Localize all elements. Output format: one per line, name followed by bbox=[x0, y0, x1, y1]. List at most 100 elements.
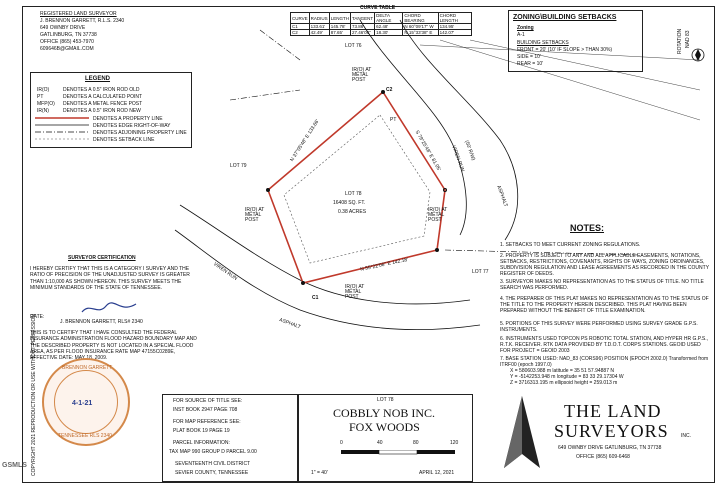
curve-cell: 142.07' bbox=[437, 29, 473, 36]
lot-79-label: LOT 79 bbox=[230, 163, 247, 169]
legend-text: DENOTES A 0.5" IRON ROD OLD bbox=[63, 87, 140, 93]
legend-line-samples bbox=[35, 117, 89, 140]
watermark-tag: GSMLS bbox=[2, 462, 27, 469]
map-ref: PLAT BOOK 19 PAGE 19 bbox=[173, 428, 230, 434]
north-arrow: ROTATION NAD 83 bbox=[676, 24, 706, 74]
signer-name: J. BRENNON GARRETT, RLS# 2340 bbox=[60, 319, 143, 325]
company-name-line2: SURVEYORS bbox=[554, 421, 669, 441]
plat-border bbox=[22, 6, 715, 483]
lot-76-label: LOT 76 bbox=[345, 43, 362, 49]
zoning-label: Zoning bbox=[517, 25, 534, 31]
surveyor-line: REGISTERED LAND SURVEYOR bbox=[40, 11, 117, 17]
surveyor-line: OFFICE (865) 453-7970 bbox=[40, 39, 94, 45]
curve-table-row: C2 42.49' 87.65' 27.46'08" 18.30' N 15°3… bbox=[290, 29, 473, 36]
note-item: 5. PORTIONS OF THIS SURVEY WERE PERFORME… bbox=[500, 321, 698, 333]
iron-rod-label: IR(O) AT METAL POST bbox=[428, 207, 448, 223]
title-subdivision: FOX WOODS bbox=[349, 420, 420, 434]
legend-text: DENOTES EDGE RIGHT-OF-WAY bbox=[93, 123, 171, 129]
civil-district: SEVENTEENTH CIVIL DISTRICT bbox=[175, 461, 251, 467]
note-item: 4. THE PREPARER OF THIS PLAT MAKES NO RE… bbox=[500, 296, 709, 314]
legend-text: DENOTES SETBACK LINE bbox=[93, 137, 155, 143]
flood-certification: THIS IS TO CERTIFY THAT I HAVE CONSULTED… bbox=[30, 330, 197, 361]
legend-text: DENOTES ADJOINING PROPERTY LINE bbox=[93, 130, 187, 136]
title-owner: COBBLY NOB INC. bbox=[333, 406, 436, 420]
signature-mark bbox=[81, 302, 137, 313]
lot-78-area: 16408 SQ. FT. bbox=[333, 200, 366, 206]
legend-symbol: IR(N) bbox=[37, 108, 49, 114]
note-item: 7. BASE STATION USED: NAD_83 (CORS96) PO… bbox=[500, 356, 709, 368]
legend-symbol: PT bbox=[37, 94, 44, 100]
surveyor-line: 609646B@GMAIL.COM bbox=[40, 46, 94, 52]
note-item: 2. PROPERTY IS SUBJECT TO ANY AND ALL AP… bbox=[500, 253, 709, 277]
surveyor-seal: BRENNON GARRETT TENNESSEE RLS 2340 4-1-2… bbox=[42, 358, 130, 446]
legend-title: LEGEND bbox=[85, 76, 111, 82]
plat-date: APRIL 12, 2021 bbox=[419, 470, 455, 476]
note-item: 6. INSTRUMENTS USED TOPCON PS ROBOTIC TO… bbox=[500, 336, 709, 354]
parcel-info: TAX MAP 990 GROUP D PARCEL 9.00 bbox=[169, 449, 257, 455]
curve-cell: 87.65' bbox=[328, 29, 351, 36]
notes-title: NOTES: bbox=[570, 223, 605, 233]
zoning-title: ZONING\BUILDING SETBACKS bbox=[513, 14, 617, 21]
certification-title: SURVEYOR CERTIFICATION bbox=[68, 255, 136, 261]
note-item: 1. SETBACKS TO MEET CURRENT ZONING REGUL… bbox=[500, 242, 641, 248]
company-address: 649 OWNBY DRIVE GATLINBURG, TN 37738 bbox=[558, 445, 662, 451]
note-item: X = 580603.988 m latitude = 35 51 57.948… bbox=[510, 368, 614, 374]
note-item: 3. SURVEYOR MAKES NO REPRESENTATION AS T… bbox=[500, 279, 704, 291]
source-title: INST BOOK 2947 PAGE 708 bbox=[173, 407, 238, 413]
company-suffix: INC. bbox=[681, 433, 691, 439]
legend-text: DENOTES A CALCULATED POINT bbox=[63, 94, 143, 100]
curve-table-grid: CURVE RADIUS LENGTH TANGENT DELTA ANGLE … bbox=[290, 12, 473, 36]
iron-rod-label: IR(O) AT METAL POST bbox=[245, 207, 265, 223]
scale-bar bbox=[341, 450, 455, 455]
zoning-zone: A-1 bbox=[517, 32, 525, 38]
note-item: Y = -5142253.948 m longitude = 83 33 29.… bbox=[510, 374, 624, 380]
copyright-notice: COPYRIGHT 2021 REPRODUCTION OR USE WITHO… bbox=[31, 313, 37, 476]
legend-text: DENOTES A METAL FENCE POST bbox=[63, 101, 143, 107]
scale-text: 1" = 40' bbox=[311, 470, 328, 476]
title-lot: LOT 78 bbox=[377, 397, 394, 403]
scale-tick: 0 bbox=[340, 440, 343, 446]
county: SEVIER COUNTY, TENNESSEE bbox=[175, 470, 249, 476]
legend-item: IR(N) DENOTES A 0.5" IRON ROD NEW bbox=[37, 108, 141, 114]
lot-78-acres: 0.38 ACRES bbox=[338, 209, 367, 215]
company-block: THE LAND SURVEYORS INC. 649 OWNBY DRIVE … bbox=[476, 394, 714, 482]
company-name-line1: THE LAND bbox=[564, 401, 662, 421]
legend-symbol: MFP(O) bbox=[37, 101, 55, 107]
lot-78-name: LOT 78 bbox=[345, 191, 362, 197]
zoning-box: ZONING\BUILDING SETBACKS Zoning A-1 BUIL… bbox=[508, 10, 643, 72]
lot-78-boundary bbox=[267, 90, 446, 284]
legend-text: DENOTES A 0.5" IRON ROD NEW bbox=[63, 108, 141, 114]
legend-text: DENOTES A PROPERTY LINE bbox=[93, 116, 163, 122]
seal-date: 4-1-21 bbox=[72, 400, 93, 407]
seal-top-text: BRENNON GARRETT bbox=[62, 365, 113, 371]
title-block-left: FOR SOURCE OF TITLE SEE: INST BOOK 2947 … bbox=[162, 394, 298, 482]
scale-tick: 80 bbox=[413, 440, 419, 446]
setbacks-label: BUILDING SETBACKS bbox=[517, 40, 569, 46]
certification-text: I HEREBY CERTIFY THAT THIS IS A CATEGORY… bbox=[30, 266, 190, 291]
surveyor-line: J. BRENNON GARRETT, R.L.S. 2340 bbox=[40, 18, 125, 24]
legend-box: LEGEND IR(O)DENOTES A 0.5" IRON ROD OLD … bbox=[30, 72, 192, 148]
seal-bottom-text: TENNESSEE RLS 2340 bbox=[58, 433, 112, 439]
legend-symbol: IR(O) bbox=[37, 87, 50, 93]
curve-table-title: CURVE TABLE bbox=[360, 5, 396, 11]
parcel-label: PARCEL INFORMATION: bbox=[173, 440, 230, 446]
calc-point-label: PT bbox=[390, 117, 397, 123]
setback-front: FRONT = 20' (10' IF SLOPE > THAN 30%) bbox=[517, 47, 613, 53]
source-title-label: FOR SOURCE OF TITLE SEE: bbox=[173, 398, 243, 404]
company-logo-icon bbox=[504, 396, 540, 468]
setback-rear: REAR = 10' bbox=[517, 61, 544, 67]
legend-item: MFP(O) DENOTES A METAL FENCE POST bbox=[37, 101, 142, 107]
legend-item: PT DENOTES A CALCULATED POINT bbox=[37, 94, 142, 100]
iron-rod-label: IR(O) AT METAL POST bbox=[345, 284, 365, 300]
north-arrow-icon bbox=[691, 48, 705, 62]
curve-c2-label: C2 bbox=[386, 87, 393, 93]
legend-item: IR(O) DENOTES A 0.5" IRON ROD OLD bbox=[37, 87, 140, 93]
iron-rod-label: IR(O) AT METAL POST bbox=[352, 67, 372, 83]
surveyor-line: GATLINBURG, TN 37738 bbox=[40, 32, 97, 38]
lot-77-label: LOT 77 bbox=[472, 269, 489, 275]
lot-78-setback bbox=[283, 114, 431, 264]
scale-tick: 40 bbox=[377, 440, 383, 446]
note-item: Z = 3716313.195 m ellipsoid height = 259… bbox=[510, 380, 618, 386]
curve-c1-label: C1 bbox=[312, 295, 319, 301]
